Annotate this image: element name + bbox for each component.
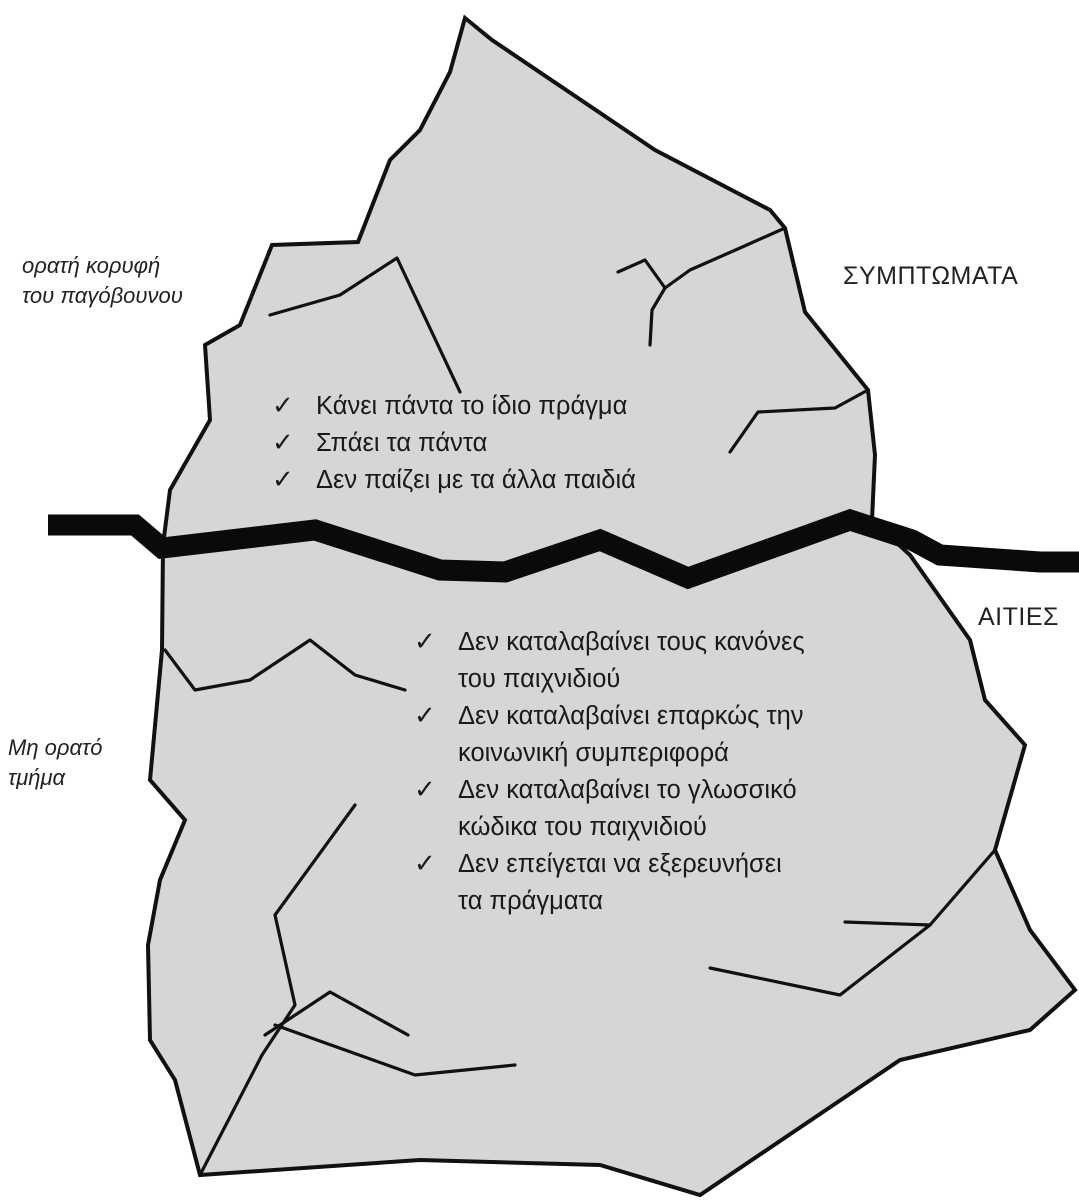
- check-icon: ✓: [272, 425, 294, 462]
- causes-heading: ΑΙΤΙΕΣ: [978, 603, 1059, 632]
- symptom-item: ✓ Δεν παίζει με τα άλλα παιδιά: [272, 462, 636, 499]
- cause-text-line-2: τα πράγματα: [458, 883, 805, 920]
- symptoms-list: ✓ Κάνει πάντα το ίδιο πράγμα ✓ Σπάει τα …: [272, 388, 636, 499]
- causes-list: ✓ Δεν καταλαβαίνει τους κανόνες του παιχ…: [414, 624, 805, 920]
- check-icon: ✓: [272, 388, 294, 425]
- cause-text-line-1: Δεν επείγεται να εξερευνήσει: [458, 846, 805, 883]
- visible-tip-label-line-2: του παγόβουνου: [22, 281, 183, 311]
- symptom-item: ✓ Σπάει τα πάντα: [272, 425, 636, 462]
- check-icon: ✓: [414, 698, 436, 735]
- symptom-text: Δεν παίζει με τα άλλα παιδιά: [316, 462, 636, 499]
- symptom-text: Κάνει πάντα το ίδιο πράγμα: [316, 388, 636, 425]
- visible-tip-label: ορατή κορυφή του παγόβουνου: [22, 251, 183, 311]
- cause-item: ✓ Δεν καταλαβαίνει το γλωσσικό κώδικα το…: [414, 772, 805, 846]
- cause-text-line-1: Δεν καταλαβαίνει το γλωσσικό: [458, 772, 805, 809]
- symptom-text: Σπάει τα πάντα: [316, 425, 636, 462]
- cause-text-line-2: κοινωνική συμπεριφορά: [458, 735, 805, 772]
- check-icon: ✓: [414, 846, 436, 883]
- cause-item: ✓ Δεν καταλαβαίνει τους κανόνες του παιχ…: [414, 624, 805, 698]
- cause-item: ✓ Δεν καταλαβαίνει επαρκώς την κοινωνική…: [414, 698, 805, 772]
- visible-tip-label-line-1: ορατή κορυφή: [22, 251, 183, 281]
- check-icon: ✓: [414, 772, 436, 809]
- check-icon: ✓: [414, 624, 436, 661]
- cause-text-line-1: Δεν καταλαβαίνει επαρκώς την: [458, 698, 805, 735]
- cause-text-line-1: Δεν καταλαβαίνει τους κανόνες: [458, 624, 805, 661]
- cause-text-line-2: κώδικα του παιχνιδιού: [458, 809, 805, 846]
- cause-item: ✓ Δεν επείγεται να εξερευνήσει τα πράγμα…: [414, 846, 805, 920]
- symptoms-heading: ΣΥΜΠΤΩΜΑΤΑ: [843, 262, 1018, 291]
- symptom-item: ✓ Κάνει πάντα το ίδιο πράγμα: [272, 388, 636, 425]
- hidden-part-label-line-2: τμήμα: [8, 763, 103, 793]
- cause-text-line-2: του παιχνιδιού: [458, 661, 805, 698]
- hidden-part-label-line-1: Μη ορατό: [8, 733, 103, 763]
- check-icon: ✓: [272, 462, 294, 499]
- hidden-part-label: Μη ορατό τμήμα: [8, 733, 103, 793]
